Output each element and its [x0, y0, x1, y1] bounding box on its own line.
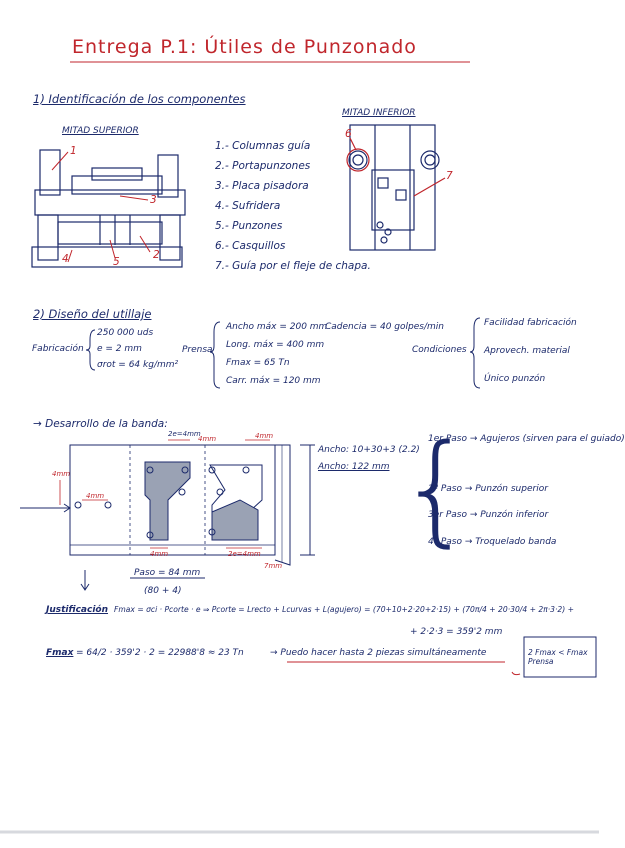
- sketch-layer: [0, 61, 599, 834]
- condicion-item: Facilidad fabricación: [484, 318, 577, 328]
- result-box: [523, 636, 597, 678]
- conclusion: → Puedo hacer hasta 2 piezas simultáneam…: [270, 648, 487, 658]
- step-item: 2º Paso → Punzón superior: [428, 484, 548, 494]
- upper-half-sketch: [31, 149, 186, 268]
- component-item: 1.- Columnas guía: [215, 140, 311, 152]
- fabricacion-label: Fabricación: [32, 344, 84, 354]
- justificacion-label: Justificación: [46, 605, 109, 615]
- component-item: 7.- Guía por el fleje de chapa.: [215, 260, 371, 272]
- upper-half-label: MITAD SUPERIOR: [62, 126, 139, 136]
- prensa-item: Long. máx = 400 mm: [226, 340, 325, 350]
- dim-label: 2e=4mm: [168, 430, 201, 438]
- callout-6: 6: [345, 128, 352, 140]
- justificacion-line1: Fmax = σci · Pcorte · e ⇒ Pcorte = Lrect…: [114, 605, 574, 614]
- component-item: 3.- Placa pisadora: [215, 180, 309, 192]
- page-title: Entrega P.1: Útiles de Punzonado: [72, 36, 417, 58]
- step-item: 3er Paso → Punzón inferior: [428, 510, 549, 520]
- step-item: 1er Paso → Agujeros (sirven para el guia…: [428, 434, 625, 444]
- callout-7: 7: [446, 170, 453, 182]
- callout-4: 4: [62, 253, 69, 265]
- lower-half-sketch: [348, 124, 440, 251]
- dim-label: 2e=4mm: [228, 550, 261, 558]
- condicion-item: Único punzón: [484, 374, 546, 384]
- dim-label: 4mm: [198, 435, 217, 443]
- prensa-item: Carr. máx = 120 mm: [226, 376, 321, 386]
- component-item: 5.- Punzones: [215, 220, 283, 232]
- fabricacion-item: σrot = 64 kg/mm²: [97, 360, 179, 370]
- prensa-item: Fmax = 65 Tn: [226, 358, 290, 368]
- condicion-item: Aprovech. material: [484, 346, 570, 356]
- prensa-label: Prensa: [182, 345, 213, 355]
- result-box-text: 2 Fmax < Fmax Prensa: [528, 648, 588, 666]
- dim-label: 4mm: [150, 550, 169, 558]
- ancho-formula: Ancho: 10+30+3 (2.2): [318, 445, 420, 455]
- cadencia: Cadencia = 40 golpes/min: [325, 322, 444, 332]
- fmax-label: Fmax: [46, 648, 74, 658]
- fmax-calc: = 64/2 · 359'2 · 2 = 22988'8 ≈ 23 Tn: [76, 648, 244, 658]
- section1-heading: 1) Identificación de los componentes: [33, 92, 246, 106]
- condiciones-label: Condiciones: [412, 345, 467, 355]
- dim-label: 4mm: [255, 432, 274, 440]
- section2-heading: 2) Diseño del utillaje: [33, 307, 152, 321]
- dim-label: 4mm: [52, 470, 71, 478]
- steps-brace: {: [398, 420, 475, 559]
- callout-3: 3: [150, 194, 157, 206]
- callout-5: 5: [113, 256, 120, 268]
- banda-heading: → Desarrollo de la banda:: [33, 418, 168, 430]
- component-item: 2.- Portapunzones: [215, 160, 311, 172]
- callout-2: 2: [153, 249, 160, 261]
- justificacion-line2: + 2·2·3 = 359'2 mm: [410, 627, 503, 637]
- component-item: 6.- Casquillos: [215, 240, 286, 252]
- component-item: 4.- Sufridera: [215, 200, 281, 212]
- paso-label: Paso = 84 mm: [134, 568, 201, 578]
- ancho-value: Ancho: 122 mm: [318, 462, 390, 472]
- paso-sub: (80 + 4): [144, 586, 182, 596]
- callout-1: 1: [70, 145, 77, 157]
- fabricacion-item: 250 000 uds: [97, 328, 154, 338]
- fabricacion-item: e = 2 mm: [97, 344, 142, 354]
- step-item: 4º Paso → Troquelado banda: [428, 537, 557, 547]
- prensa-item: Ancho máx = 200 mm: [226, 322, 328, 332]
- lower-half-label: MITAD INFERIOR: [342, 108, 416, 118]
- dim-label: 4mm: [86, 492, 105, 500]
- strip-drawing: [20, 439, 315, 591]
- dim-label: 7mm: [264, 562, 283, 570]
